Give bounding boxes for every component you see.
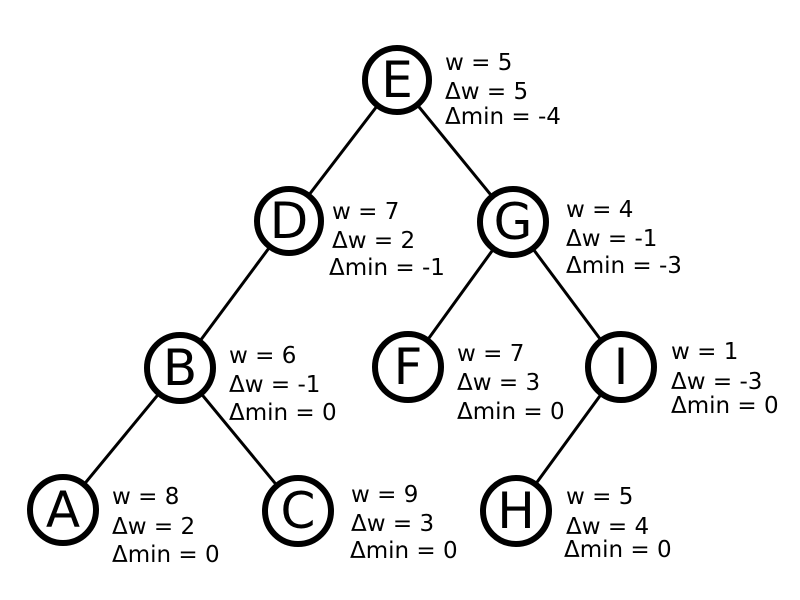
node-G: G [477, 186, 549, 258]
node-circle [585, 331, 657, 403]
weight-label: w = 7 [332, 199, 399, 225]
node-circle [254, 186, 324, 256]
node-C-annotation: w = 9 Δw = 3 Δmin = 0 [350, 482, 458, 564]
delta-min-label: Δmin = -4 [445, 104, 561, 130]
delta-min-label: Δmin = 0 [457, 399, 565, 425]
delta-w-label: Δw = -1 [566, 226, 657, 252]
node-label: E [381, 51, 413, 109]
node-B-annotation: w = 6 Δw = -1 Δmin = 0 [229, 343, 337, 426]
node-E: E [362, 45, 432, 115]
node-I-annotation: w = 1 Δw = -3 Δmin = 0 [671, 339, 779, 419]
node-F: F [372, 331, 444, 403]
node-H-annotation: w = 5 Δw = 4 Δmin = 0 [564, 484, 672, 563]
delta-w-label: Δw = -1 [229, 372, 320, 398]
node-D: D [254, 186, 324, 256]
node-label: H [497, 482, 535, 540]
delta-w-label: Δw = 5 [445, 79, 528, 105]
node-circle [27, 474, 99, 546]
node-label: A [46, 481, 80, 539]
node-C: C [262, 475, 334, 547]
delta-w-label: Δw = -3 [671, 369, 762, 395]
node-G-annotation: w = 4 Δw = -1 Δmin = -3 [566, 197, 682, 279]
weight-label: w = 4 [566, 197, 633, 223]
delta-min-label: Δmin = 0 [671, 393, 779, 419]
delta-w-label: Δw = 4 [566, 514, 649, 540]
node-label: F [394, 338, 423, 396]
weight-label: w = 9 [351, 482, 418, 508]
edges [61, 79, 623, 512]
weight-label: w = 8 [112, 484, 179, 510]
node-F-annotation: w = 7 Δw = 3 Δmin = 0 [457, 341, 565, 425]
node-A: A [27, 474, 99, 546]
node-E-annotation: w = 5 Δw = 5 Δmin = -4 [445, 50, 561, 130]
node-circle [372, 331, 444, 403]
weight-label: w = 7 [457, 341, 524, 367]
node-label: D [270, 192, 309, 250]
node-I: I [585, 331, 657, 403]
node-label: I [614, 338, 629, 396]
delta-min-label: Δmin = 0 [564, 537, 672, 563]
delta-min-label: Δmin = -1 [329, 255, 445, 281]
node-label: B [163, 339, 197, 397]
weight-label: w = 5 [445, 50, 512, 76]
delta-w-label: Δw = 2 [332, 228, 415, 254]
delta-min-label: Δmin = 0 [112, 542, 220, 568]
node-D-annotation: w = 7 Δw = 2 Δmin = -1 [329, 199, 445, 281]
delta-w-label: Δw = 3 [351, 511, 434, 537]
node-circle [362, 45, 432, 115]
delta-min-label: Δmin = 0 [350, 538, 458, 564]
node-label: C [281, 482, 316, 540]
node-label: G [494, 193, 533, 251]
delta-w-label: Δw = 3 [457, 370, 540, 396]
node-circle [480, 475, 552, 547]
delta-min-label: Δmin = 0 [229, 400, 337, 426]
node-H: H [480, 475, 552, 547]
weight-label: w = 1 [671, 339, 738, 365]
weight-label: w = 6 [229, 343, 296, 369]
node-circle [262, 475, 334, 547]
node-A-annotation: w = 8 Δw = 2 Δmin = 0 [112, 484, 220, 568]
delta-min-label: Δmin = -3 [566, 253, 682, 279]
node-B: B [144, 332, 216, 404]
weight-label: w = 5 [566, 484, 633, 510]
delta-w-label: Δw = 2 [112, 514, 195, 540]
node-circle [144, 332, 216, 404]
node-circle [477, 186, 549, 258]
